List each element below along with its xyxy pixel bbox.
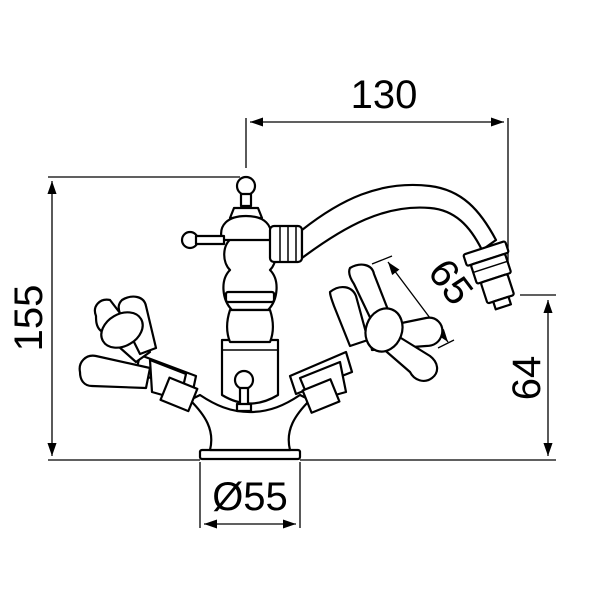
right-cross-handle xyxy=(288,263,444,414)
dim-diameter-55-label: Ø55 xyxy=(212,475,288,519)
dim-130-label: 130 xyxy=(351,73,418,117)
dim-64-label: 64 xyxy=(505,356,549,401)
dim-155-label: 155 xyxy=(7,285,51,352)
faucet-body xyxy=(180,175,312,461)
left-cross-handle xyxy=(78,295,199,413)
dimension-lines xyxy=(47,117,556,529)
spout xyxy=(268,183,515,311)
